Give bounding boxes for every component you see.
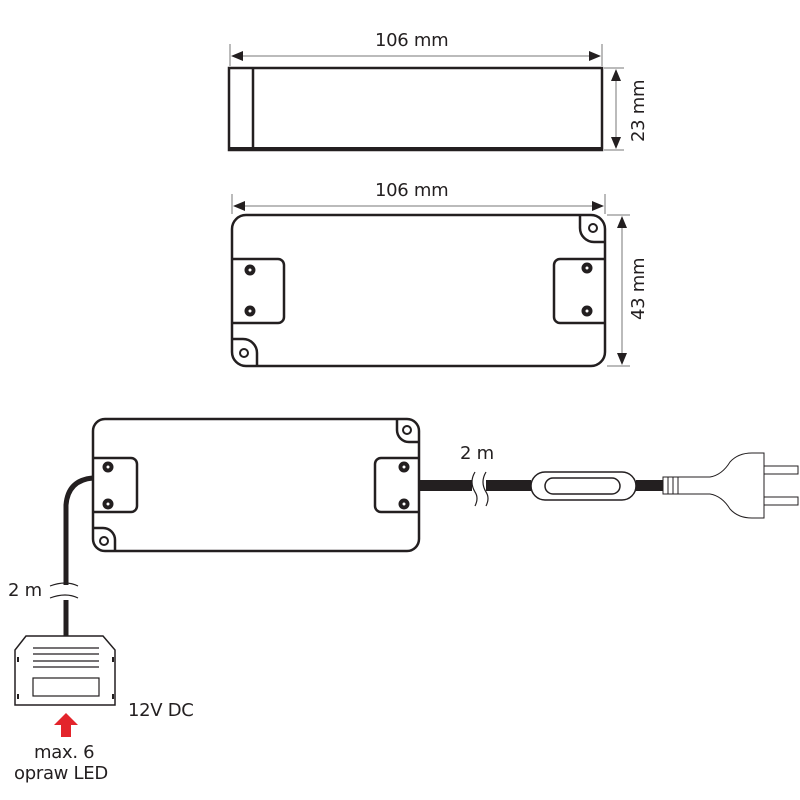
output-voltage-label: 12V DC: [128, 700, 194, 721]
wiring-view: [14, 417, 799, 737]
output-cable-length: 2 m: [8, 580, 42, 601]
mains-cable-length: 2 m: [460, 443, 494, 464]
top-view: [230, 194, 630, 368]
side-width-label: 106 mm: [375, 30, 449, 51]
top-width-label: 106 mm: [375, 180, 449, 201]
side-view: [227, 44, 624, 152]
max-fixtures-line2: opraw LED: [14, 763, 108, 784]
input-arrow-icon: [54, 713, 78, 737]
side-height-label: 23 mm: [628, 79, 649, 142]
max-fixtures-line1: max. 6: [34, 742, 95, 763]
top-height-label: 43 mm: [628, 257, 649, 320]
